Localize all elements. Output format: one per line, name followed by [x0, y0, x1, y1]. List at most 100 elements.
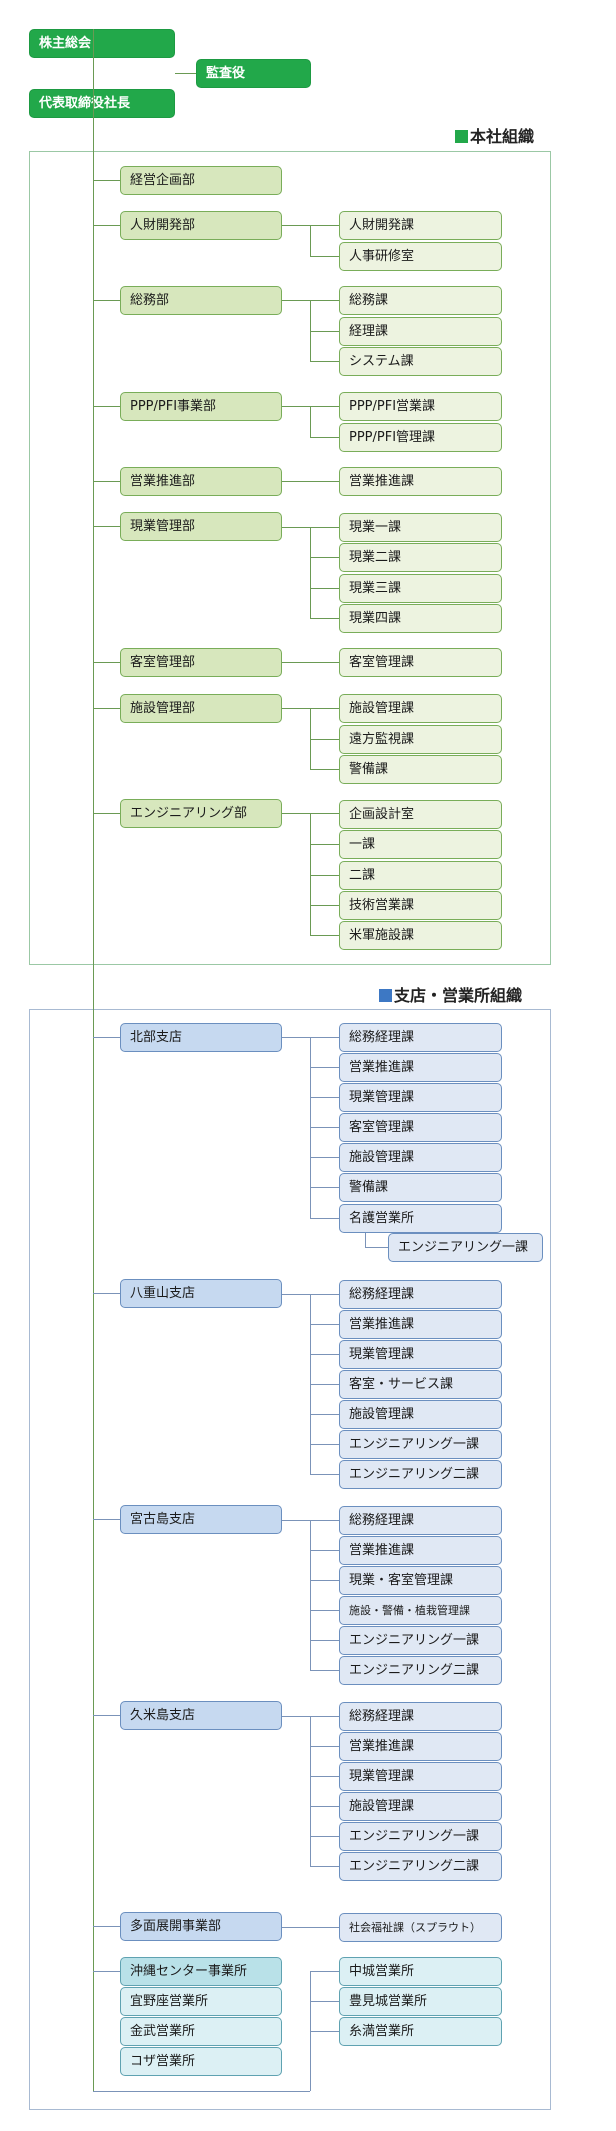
dept-shisetsu-kanri: 施設管理部 [120, 694, 282, 723]
connector [310, 1414, 339, 1415]
section-box: 現業管理課 [339, 1083, 502, 1112]
connector [365, 1233, 366, 1247]
connector [310, 708, 311, 769]
connector [310, 2001, 339, 2002]
section-box: 人事研修室 [339, 242, 502, 271]
connector [93, 1926, 120, 1927]
dept-tamen-tenkai: 多面展開事業部 [120, 1912, 282, 1941]
branch-kumejima: 久米島支店 [120, 1701, 282, 1730]
connector [310, 813, 311, 935]
section-box: 営業推進課 [339, 1536, 502, 1565]
dept-keiei-kikaku: 経営企画部 [120, 166, 282, 195]
connector [310, 1610, 339, 1611]
branch-hokubu: 北部支店 [120, 1023, 282, 1052]
connector [282, 1927, 339, 1928]
dept-eigyo-suishin: 営業推進部 [120, 467, 282, 496]
connector [310, 1640, 339, 1641]
connector [310, 300, 311, 361]
sales-office-box: 宜野座営業所 [120, 1987, 282, 2016]
connector [310, 1866, 339, 1867]
connector [310, 557, 339, 558]
dept-engineering: エンジニアリング部 [120, 799, 282, 828]
connector [310, 1550, 339, 1551]
connector [93, 1715, 120, 1716]
connector [282, 481, 339, 482]
sales-office-box: 糸満営業所 [339, 2017, 502, 2046]
section-box: 客室・サービス課 [339, 1370, 502, 1399]
branch-square-icon [379, 989, 392, 1002]
connector [310, 844, 339, 845]
connector [310, 618, 339, 619]
section-box: 現業四課 [339, 604, 502, 633]
hq-frame [29, 151, 551, 965]
connector [310, 1474, 339, 1475]
connector [310, 1218, 339, 1219]
connector [310, 1716, 311, 1866]
section-box: 経理課 [339, 317, 502, 346]
connector [310, 769, 339, 770]
section-box: 現業管理課 [339, 1340, 502, 1369]
section-box: 米軍施設課 [339, 921, 502, 950]
section-box: 現業一課 [339, 513, 502, 542]
connector [365, 1247, 388, 1248]
connector [310, 1776, 339, 1777]
section-box: 営業推進課 [339, 467, 502, 496]
section-box: 営業推進課 [339, 1053, 502, 1082]
section-box: 施設管理課 [339, 1792, 502, 1821]
section-box: PPP/PFI営業課 [339, 392, 502, 421]
connector [310, 588, 339, 589]
sales-office-box: 中城営業所 [339, 1957, 502, 1986]
section-box: 施設管理課 [339, 694, 502, 723]
connector [310, 1097, 339, 1098]
connector [282, 662, 339, 663]
connector [93, 662, 120, 663]
connector [310, 1444, 339, 1445]
connector [310, 331, 339, 332]
connector [310, 935, 339, 936]
connector [310, 1580, 339, 1581]
connector [310, 225, 311, 256]
sales-office-box: コザ営業所 [120, 2047, 282, 2076]
connector [93, 1293, 120, 1294]
connector [93, 526, 120, 527]
hq-section-title: 本社組織 [455, 127, 534, 147]
dept-gengyo-kanri: 現業管理部 [120, 512, 282, 541]
section-box: 営業推進課 [339, 1732, 502, 1761]
connector [310, 875, 339, 876]
connector [93, 2091, 310, 2092]
connector [93, 708, 120, 709]
connector [310, 1670, 339, 1671]
sales-office-box: 豊見城営業所 [339, 1987, 502, 2016]
section-box: エンジニアリング二課 [339, 1656, 502, 1685]
connector [310, 1127, 339, 1128]
connector [310, 1520, 311, 1670]
section-box: 現業・客室管理課 [339, 1566, 502, 1595]
connector [93, 180, 120, 181]
connector [310, 739, 339, 740]
president-box: 代表取締役社長 [29, 89, 175, 118]
section-box: エンジニアリング二課 [339, 1852, 502, 1881]
section-box: 一課 [339, 830, 502, 859]
connector [310, 406, 311, 437]
branch-section-title: 支店・営業所組織 [379, 986, 522, 1006]
connector [310, 1384, 339, 1385]
section-box: 総務経理課 [339, 1702, 502, 1731]
connector [93, 813, 120, 814]
okinawa-center-office: 沖縄センター事業所 [120, 1957, 282, 1986]
section-box: 施設管理課 [339, 1400, 502, 1429]
section-box: エンジニアリング二課 [339, 1460, 502, 1489]
connector [310, 437, 339, 438]
section-box: 客室管理課 [339, 1113, 502, 1142]
section-box: 二課 [339, 861, 502, 890]
branch-yaeyama: 八重山支店 [120, 1279, 282, 1308]
connector [93, 225, 120, 226]
shareholders-meeting-box: 株主総会 [29, 29, 175, 58]
section-box: 人財開発課 [339, 211, 502, 240]
connector [310, 2031, 339, 2032]
connector [310, 1746, 339, 1747]
connector [310, 527, 311, 618]
connector [310, 1806, 339, 1807]
connector [310, 1157, 339, 1158]
section-box: 現業三課 [339, 574, 502, 603]
connector [93, 1971, 120, 1972]
